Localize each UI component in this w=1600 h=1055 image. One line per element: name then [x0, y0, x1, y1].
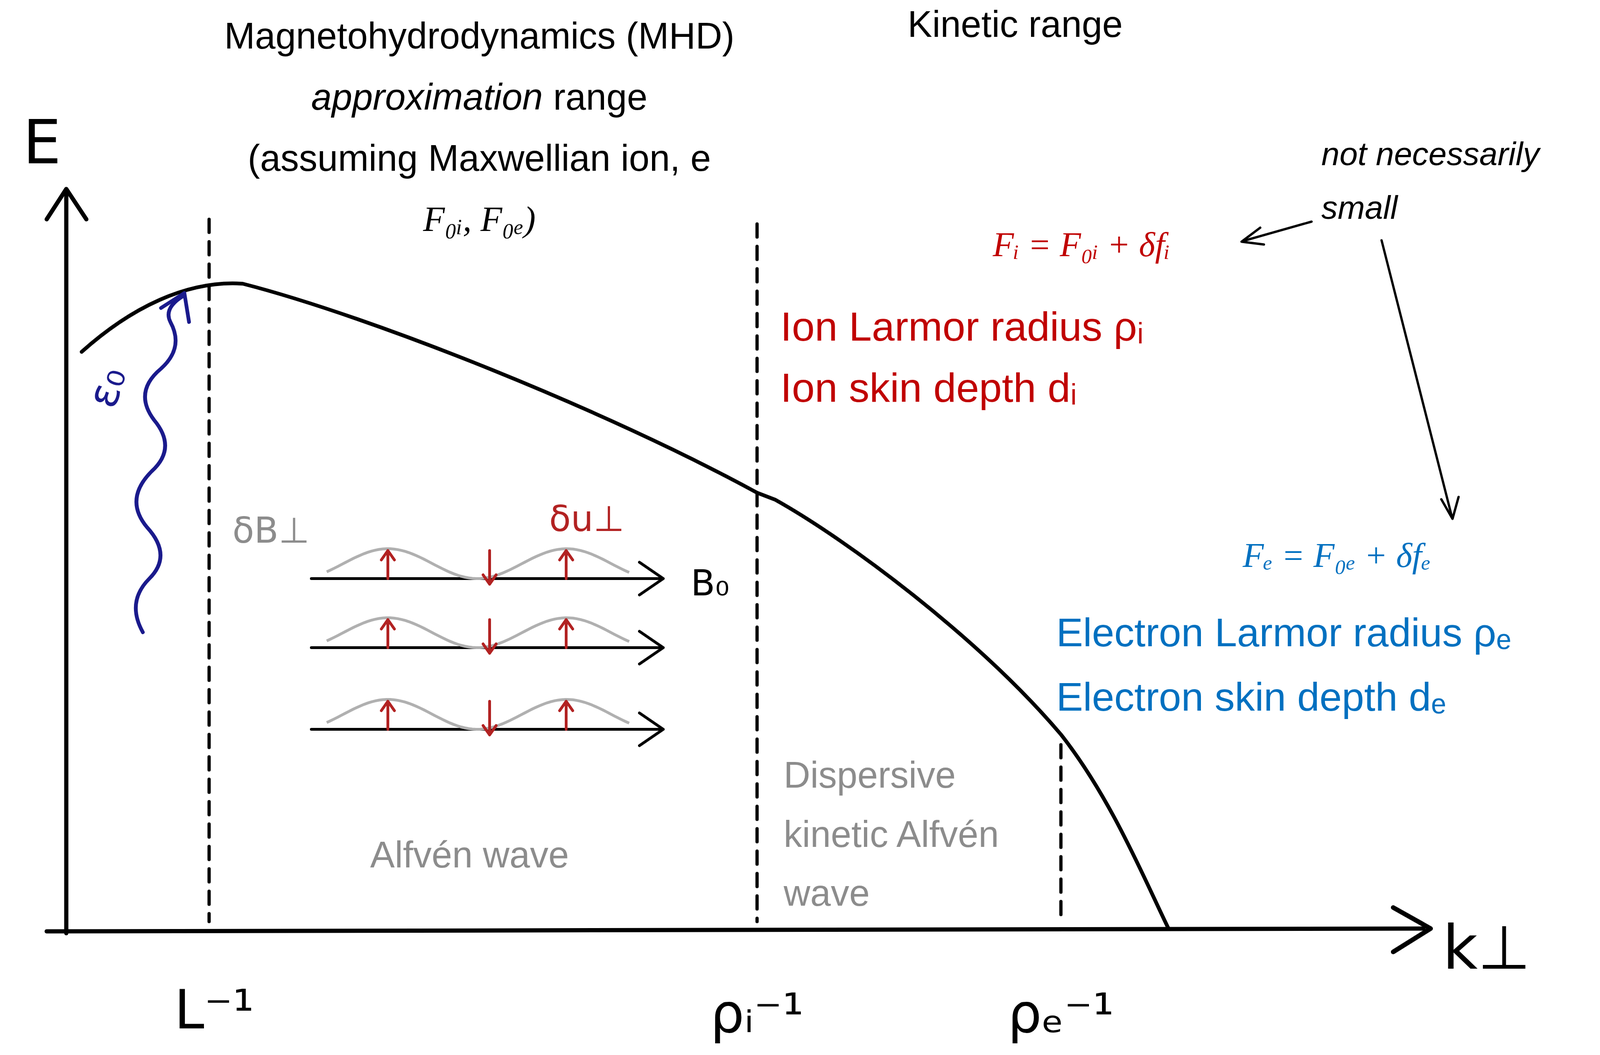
outer-scale-line	[207, 219, 211, 922]
velocity-arrow	[483, 550, 497, 585]
range-heading: Magnetohydrodynamics (MHD)	[224, 14, 735, 58]
scale-label: Electron Larmor radius ρₑ	[1056, 609, 1512, 656]
axis-label: k⊥	[1442, 913, 1531, 984]
velocity-perturbation-label: δu⊥	[549, 498, 625, 540]
perturbation-wave	[326, 699, 630, 730]
energy-spectrum-curve	[81, 283, 1169, 929]
annotation-note: not necessarily small	[1321, 127, 1588, 236]
velocity-arrow	[381, 619, 395, 648]
range-heading-row: approximationrange	[311, 76, 648, 119]
scale-label: Ion skin depth dᵢ	[780, 364, 1077, 412]
distribution-equation: Fₑ = F₀ₑ + δfₑ	[1242, 535, 1431, 576]
axis-label: E	[22, 107, 62, 178]
leader-head	[1441, 497, 1459, 520]
perturbation-wave	[326, 617, 630, 648]
background-field-label: B₀	[690, 562, 730, 604]
range-heading: (assuming Maxwellian ion, e	[247, 137, 711, 180]
velocity-arrow	[559, 701, 573, 730]
ion-scale-line	[755, 224, 759, 922]
y-axis-head	[46, 189, 87, 220]
range-heading: Kinetic range	[907, 3, 1123, 46]
energy-injection-label: ε₀	[77, 361, 136, 415]
perturbation-wave	[326, 548, 630, 579]
tick-label: ρᵢ⁻¹	[710, 982, 804, 1045]
x-axis	[46, 928, 1424, 932]
velocity-arrow	[381, 550, 395, 579]
velocity-arrow	[483, 619, 497, 654]
velocity-arrow	[559, 550, 573, 579]
x-axis-head	[1393, 907, 1431, 953]
energy-injection-arrow	[135, 295, 184, 633]
leader-head	[1241, 227, 1264, 245]
wave-label: Dispersive kinetic Alfvén wave	[783, 745, 1055, 923]
field-perturbation-label: δB⊥	[232, 510, 310, 551]
velocity-arrow	[483, 701, 497, 736]
tick-label: L⁻¹	[174, 979, 255, 1041]
distribution-symbol: F₀ᵢ, F₀ₑ)	[423, 198, 536, 240]
velocity-arrow	[559, 619, 573, 648]
wave-label: Alfvén wave	[370, 834, 569, 877]
energy-injection-head	[161, 293, 190, 323]
scale-label: Ion Larmor radius ρᵢ	[780, 302, 1144, 351]
y-axis	[64, 191, 69, 934]
range-heading: range	[553, 76, 648, 118]
electron-scale-line	[1059, 744, 1063, 920]
distribution-equation: Fᵢ = F₀ᵢ + δfᵢ	[992, 224, 1171, 265]
leader-arrow	[1381, 240, 1452, 516]
range-heading: approximation	[311, 76, 543, 118]
velocity-arrow	[381, 701, 395, 730]
tick-label: ρₑ⁻¹	[1007, 982, 1115, 1045]
scale-label: Electron skin depth dₑ	[1056, 673, 1446, 721]
